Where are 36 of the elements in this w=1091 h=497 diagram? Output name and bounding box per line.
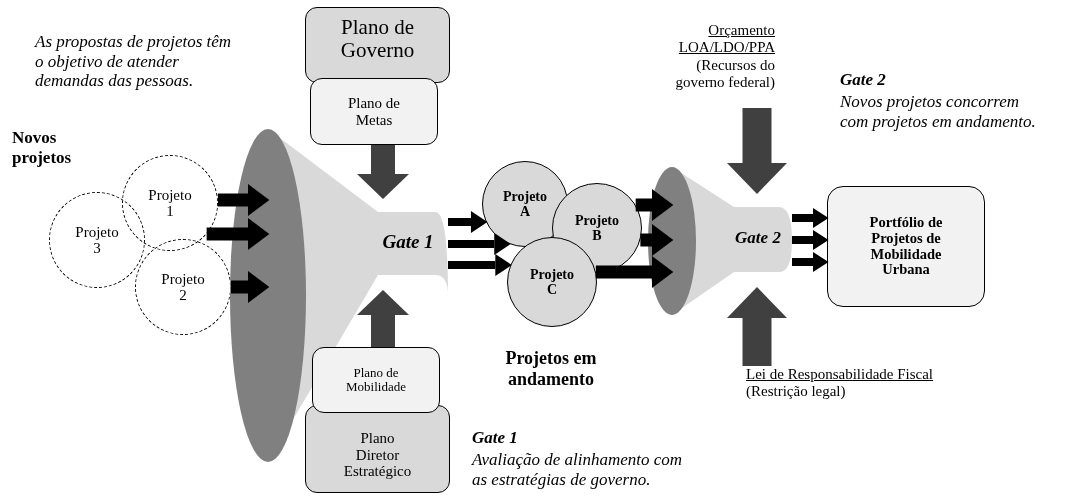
plan-box: Plano de Metas (310, 78, 438, 145)
block-arrow (640, 224, 674, 256)
note-text: Avaliação de alinhamento com as estratégias de governo. (472, 450, 684, 490)
group-heading: Novos projetos (12, 128, 73, 168)
block-arrow (448, 211, 488, 233)
note-title: Gate 1 (472, 428, 519, 448)
block-arrow (727, 108, 787, 195)
note-title: Orçamento LOA/LDO/PPA (677, 22, 775, 57)
block-arrow (357, 145, 409, 199)
block-arrow (792, 208, 829, 228)
group-heading: Projetos em andamento (504, 348, 598, 390)
note-text: As propostas de projetos têm o objetivo de atender demandas das pessoas. (35, 32, 233, 91)
plan-box: Plano de Governo (305, 7, 450, 83)
block-arrow (792, 230, 829, 250)
gate-label: Gate 2 (734, 229, 782, 248)
gate-funnel (228, 128, 448, 463)
block-arrow (206, 218, 270, 250)
note-text: Novos projetos concorrem com projetos em andamento. (840, 92, 1037, 132)
block-arrow (595, 256, 674, 288)
note-title: Gate 2 (840, 70, 887, 90)
note-text: (Restrição legal) (746, 383, 846, 401)
plan-box: Plano Diretor Estratégico (305, 405, 450, 493)
note-title: Lei de Responsabilidade Fiscal (746, 366, 934, 384)
plan-box: Plano de Mobilidade (312, 347, 440, 413)
gate-funnel (646, 166, 792, 316)
block-arrow (448, 254, 512, 276)
block-arrow (448, 233, 511, 255)
note-text: (Recursos do governo federal) (674, 56, 775, 91)
portfolio-box: Portfólio de Projetos de Mobilidade Urbana (827, 186, 985, 307)
block-arrow (792, 252, 829, 272)
block-arrow (357, 290, 409, 347)
gate-label: Gate 1 (381, 232, 435, 253)
block-arrow (727, 286, 787, 366)
block-arrow (217, 184, 270, 216)
block-arrow (231, 271, 270, 303)
block-arrow (635, 189, 674, 221)
